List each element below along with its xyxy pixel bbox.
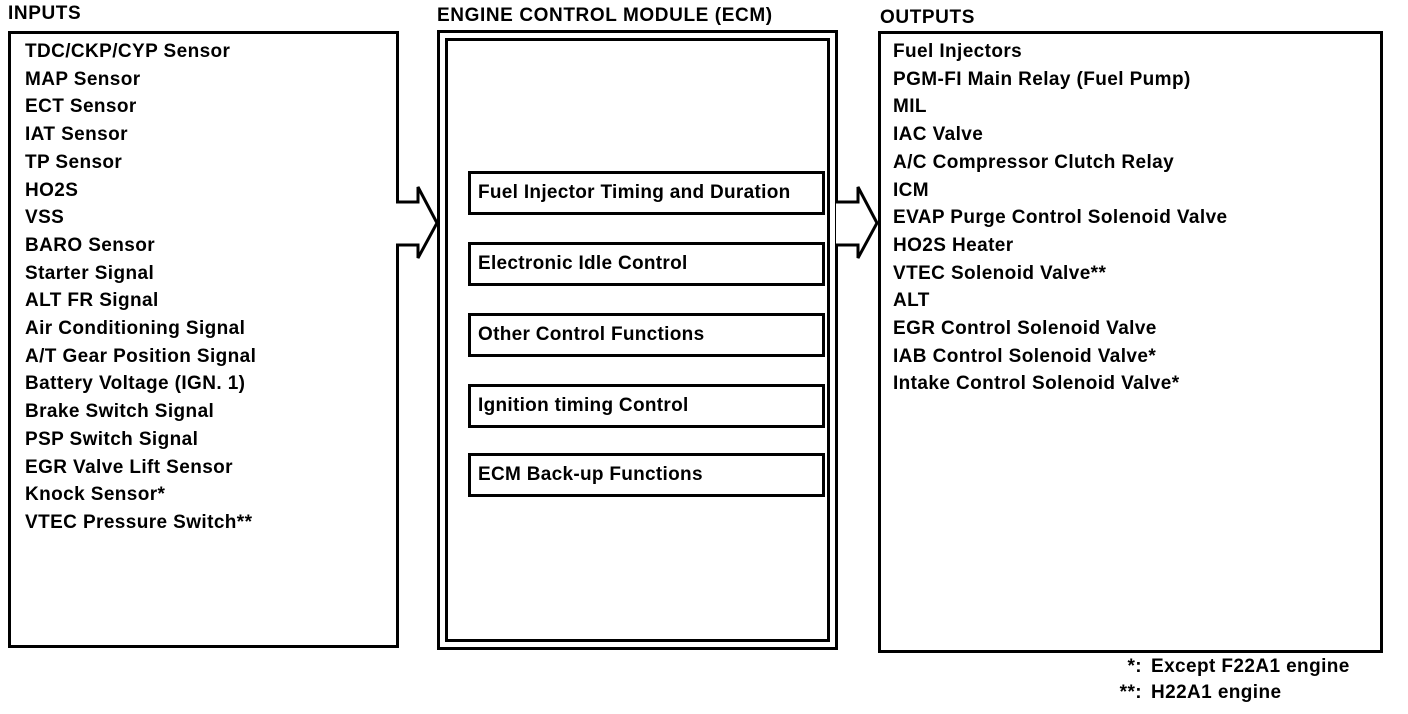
footnote-text: H22A1 engine — [1151, 682, 1282, 703]
output-item: EVAP Purge Control Solenoid Valve — [893, 207, 1228, 229]
arrow-right-icon — [396, 186, 439, 259]
arrow-right-icon — [836, 186, 879, 259]
input-item: VTEC Pressure Switch** — [25, 511, 253, 533]
inputs-box: TDC/CKP/CYP Sensor MAP Sensor ECT Sensor… — [8, 31, 399, 648]
footnote-marker: *: — [1127, 656, 1142, 677]
output-item: VTEC Solenoid Valve** — [893, 262, 1107, 284]
footnotes: *: Except F22A1 engine **: H22A1 engine — [1100, 654, 1350, 706]
input-item: Air Conditioning Signal — [25, 318, 246, 340]
input-item: TP Sensor — [25, 151, 123, 173]
ecm-box: Fuel Injector Timing and Duration Electr… — [437, 30, 838, 650]
ecm-heading: ENGINE CONTROL MODULE (ECM) — [437, 5, 773, 26]
input-item: Battery Voltage (IGN. 1) — [25, 373, 246, 395]
ecm-inner-box: Fuel Injector Timing and Duration Electr… — [445, 38, 830, 642]
output-item: EGR Control Solenoid Valve — [893, 318, 1157, 340]
input-item: IAT Sensor — [25, 124, 128, 146]
input-item: VSS — [25, 207, 65, 229]
inputs-heading: INPUTS — [8, 3, 82, 24]
output-item: PGM-FI Main Relay (Fuel Pump) — [893, 68, 1191, 90]
output-item: IAC Valve — [893, 124, 984, 146]
ecm-function-box: Ignition timing Control — [468, 384, 825, 428]
inputs-list: TDC/CKP/CYP Sensor MAP Sensor ECT Sensor… — [11, 34, 396, 537]
ecm-function-box: Fuel Injector Timing and Duration — [468, 171, 825, 215]
output-item: MIL — [893, 96, 927, 118]
output-item: Intake Control Solenoid Valve* — [893, 373, 1180, 395]
ecm-function-box: ECM Back-up Functions — [468, 453, 825, 497]
footnote-text: Except F22A1 engine — [1151, 656, 1350, 677]
input-item: EGR Valve Lift Sensor — [25, 456, 233, 478]
outputs-box: Fuel Injectors PGM-FI Main Relay (Fuel P… — [878, 31, 1383, 653]
outputs-list: Fuel Injectors PGM-FI Main Relay (Fuel P… — [881, 34, 1380, 398]
input-item: PSP Switch Signal — [25, 428, 199, 450]
output-item: A/C Compressor Clutch Relay — [893, 151, 1175, 173]
input-item: ECT Sensor — [25, 96, 137, 118]
output-item: ICM — [893, 179, 930, 201]
input-item: ALT FR Signal — [25, 290, 159, 312]
output-item: Fuel Injectors — [893, 41, 1023, 62]
input-item: TDC/CKP/CYP Sensor — [25, 41, 231, 62]
input-item: Brake Switch Signal — [25, 401, 215, 423]
input-item: HO2S — [25, 179, 79, 201]
input-item: A/T Gear Position Signal — [25, 345, 257, 367]
ecm-function-box: Other Control Functions — [468, 313, 825, 357]
ecm-function-box: Electronic Idle Control — [468, 242, 825, 286]
output-item: HO2S Heater — [893, 234, 1014, 256]
footnote: *: Except F22A1 engine — [1100, 654, 1350, 680]
input-item: Knock Sensor* — [25, 484, 166, 506]
output-item: IAB Control Solenoid Valve* — [893, 345, 1157, 367]
footnote-marker: **: — [1119, 682, 1142, 703]
input-item: Starter Signal — [25, 262, 155, 284]
footnote: **: H22A1 engine — [1100, 680, 1350, 706]
output-item: ALT — [893, 290, 930, 312]
input-item: MAP Sensor — [25, 68, 141, 90]
input-item: BARO Sensor — [25, 234, 156, 256]
outputs-heading: OUTPUTS — [880, 7, 975, 28]
